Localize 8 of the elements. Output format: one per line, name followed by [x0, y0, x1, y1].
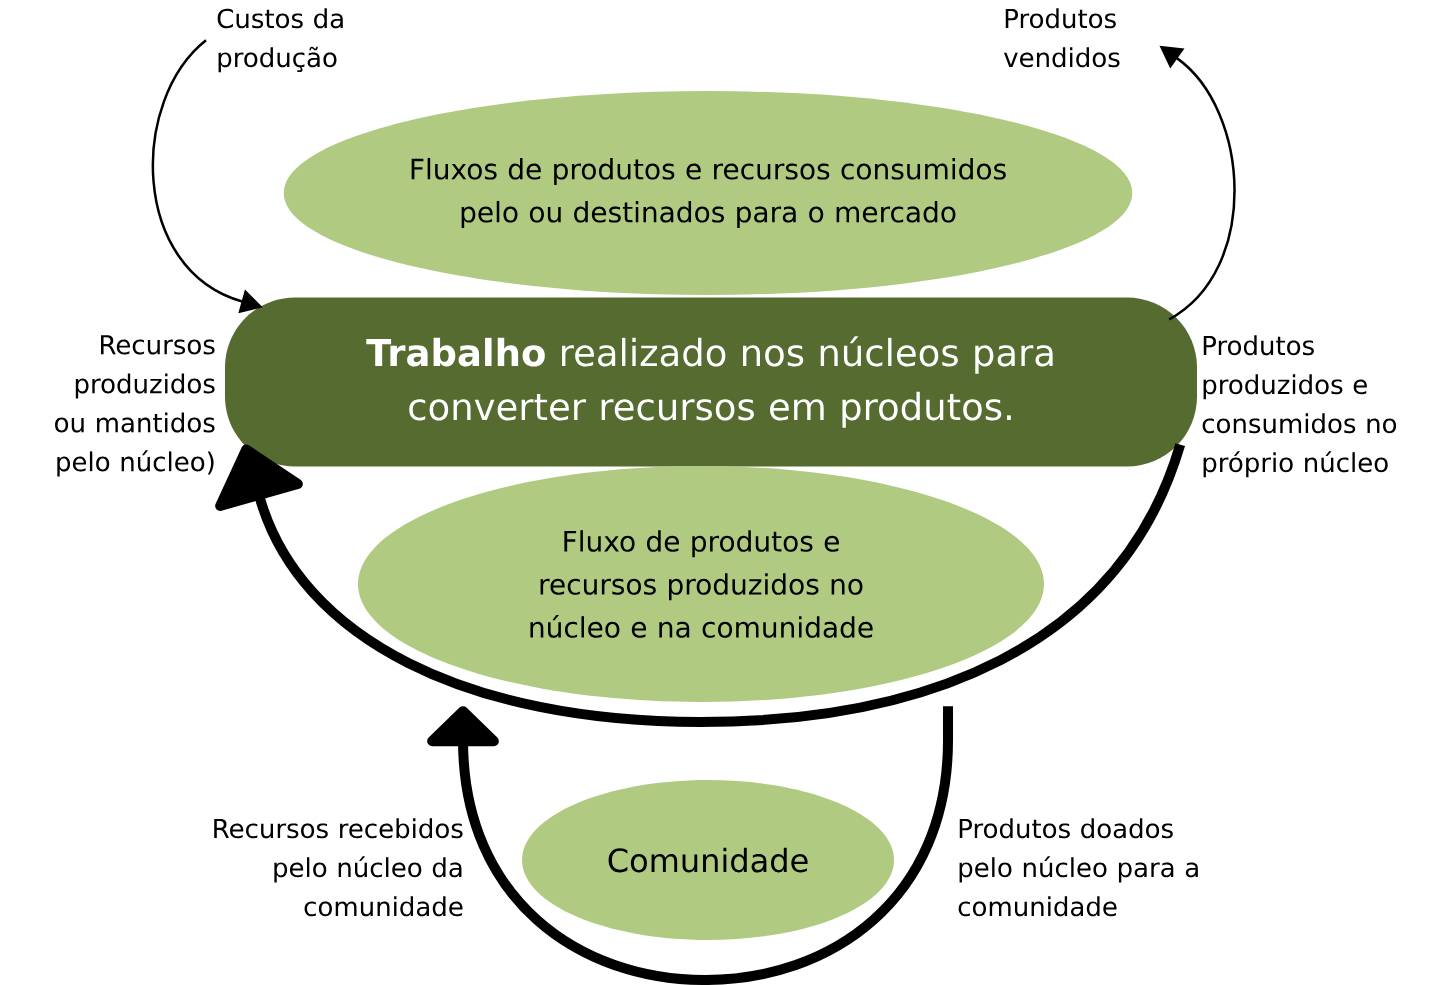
flow-label: Recursos recebidos pelo núcleo da comunidade [214, 818, 463, 917]
arrow [427, 706, 953, 985]
flow-label: Produtos produzidos e consumidos no próprio núcleo [1202, 335, 1397, 478]
cost-text: Custos da produção [217, 8, 343, 73]
work-box: Trabalho realizado nos núcleos para converter recursos em produtos. [225, 297, 1197, 467]
arrow [215, 442, 1185, 727]
sold-text: Produtos vendidos [1004, 8, 1120, 68]
flow-label: Produtos doados pelo núcleo para a comunidade [958, 818, 1198, 917]
